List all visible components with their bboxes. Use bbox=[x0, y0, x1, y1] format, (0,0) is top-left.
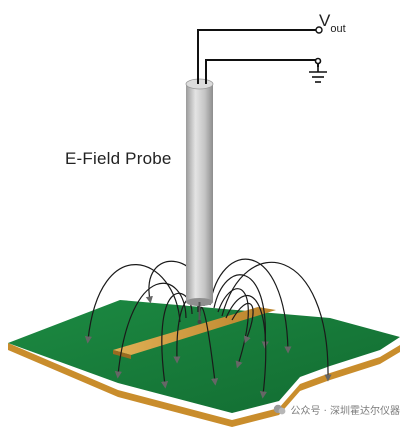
ground-wire bbox=[205, 59, 319, 84]
board-top bbox=[8, 300, 400, 413]
field-line bbox=[225, 294, 267, 399]
output-wires bbox=[197, 29, 319, 84]
vout-sub: out bbox=[330, 23, 346, 36]
probe-label: E-Field Probe bbox=[65, 149, 172, 168]
field-line bbox=[221, 261, 332, 382]
watermark-text: 公众号 · 深圳霍达尔仪器 bbox=[290, 406, 400, 417]
probe-top bbox=[185, 78, 214, 90]
field-line bbox=[114, 282, 187, 379]
field-line bbox=[84, 264, 181, 344]
ground-icon bbox=[309, 57, 327, 83]
e-field-probe bbox=[185, 78, 214, 324]
vout-terminal-icon bbox=[315, 26, 323, 34]
signal-wire bbox=[197, 29, 316, 84]
pcb-board bbox=[8, 300, 400, 427]
watermark: 公众号 · 深圳霍达尔仪器 bbox=[273, 402, 400, 417]
microstrip-trace bbox=[113, 307, 276, 359]
probe-body bbox=[186, 84, 213, 302]
watermark-icon bbox=[273, 403, 286, 416]
field-line bbox=[231, 302, 254, 344]
vout-main: V bbox=[319, 11, 331, 30]
field-line bbox=[209, 258, 292, 354]
field-line bbox=[213, 274, 269, 349]
vout-label: Vout bbox=[319, 11, 346, 36]
